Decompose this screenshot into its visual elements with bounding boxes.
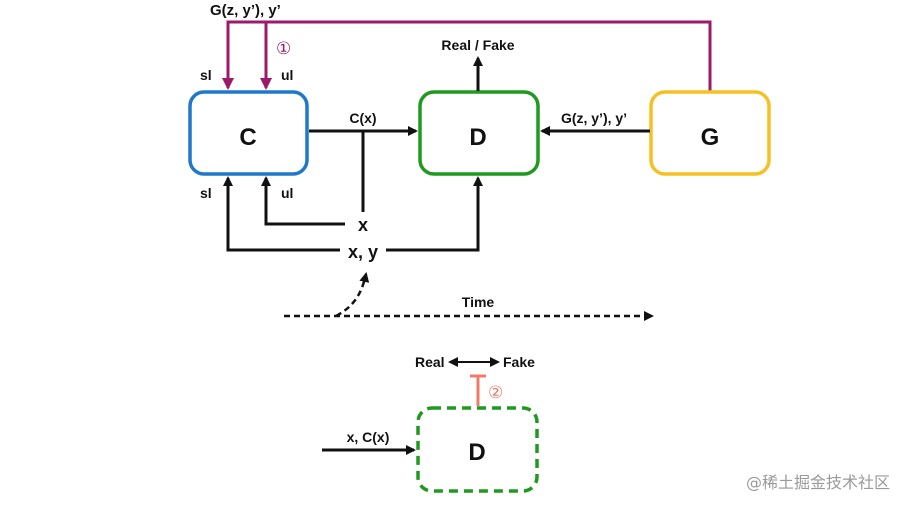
top-feedback-label: G(z, y’), y’ [210, 2, 281, 19]
marker-2: ② [488, 383, 503, 402]
xy-to-d-arrow [386, 176, 483, 252]
g-box-label: G [701, 124, 720, 151]
c-box [188, 90, 309, 176]
g-to-d-label: G(z, y’), y’ [561, 110, 627, 126]
d-box [418, 90, 540, 176]
marker-1: ① [276, 39, 291, 58]
c-top-right-input: ul [281, 67, 293, 83]
xy-to-c-arrow [223, 176, 340, 252]
d2-output-real: Real [415, 354, 445, 370]
watermark: @稀土掘金技术社区 [746, 473, 890, 492]
time-label: Time [462, 294, 495, 310]
data-curve-arrow [335, 272, 370, 318]
c-top-left-input: sl [200, 67, 212, 83]
d2-output-fake: Fake [503, 354, 535, 370]
d2-box-label: D [468, 439, 485, 466]
g-box [649, 90, 771, 176]
d2-input-label: x, C(x) [347, 429, 390, 445]
marker-2-glyph [470, 374, 486, 406]
c-box-label: C [239, 124, 256, 151]
feedback-path [222, 20, 712, 92]
xy-label: x, y [348, 242, 378, 262]
d-output-label: Real / Fake [441, 37, 514, 53]
x-label: x [358, 215, 368, 235]
x-to-c-arrow [261, 176, 345, 226]
d-box-label: D [469, 124, 486, 151]
c-bottom-left-input: sl [200, 185, 212, 201]
c-bottom-right-input: ul [281, 185, 293, 201]
d2-box [416, 406, 539, 493]
c-to-d-label: C(x) [349, 110, 376, 126]
